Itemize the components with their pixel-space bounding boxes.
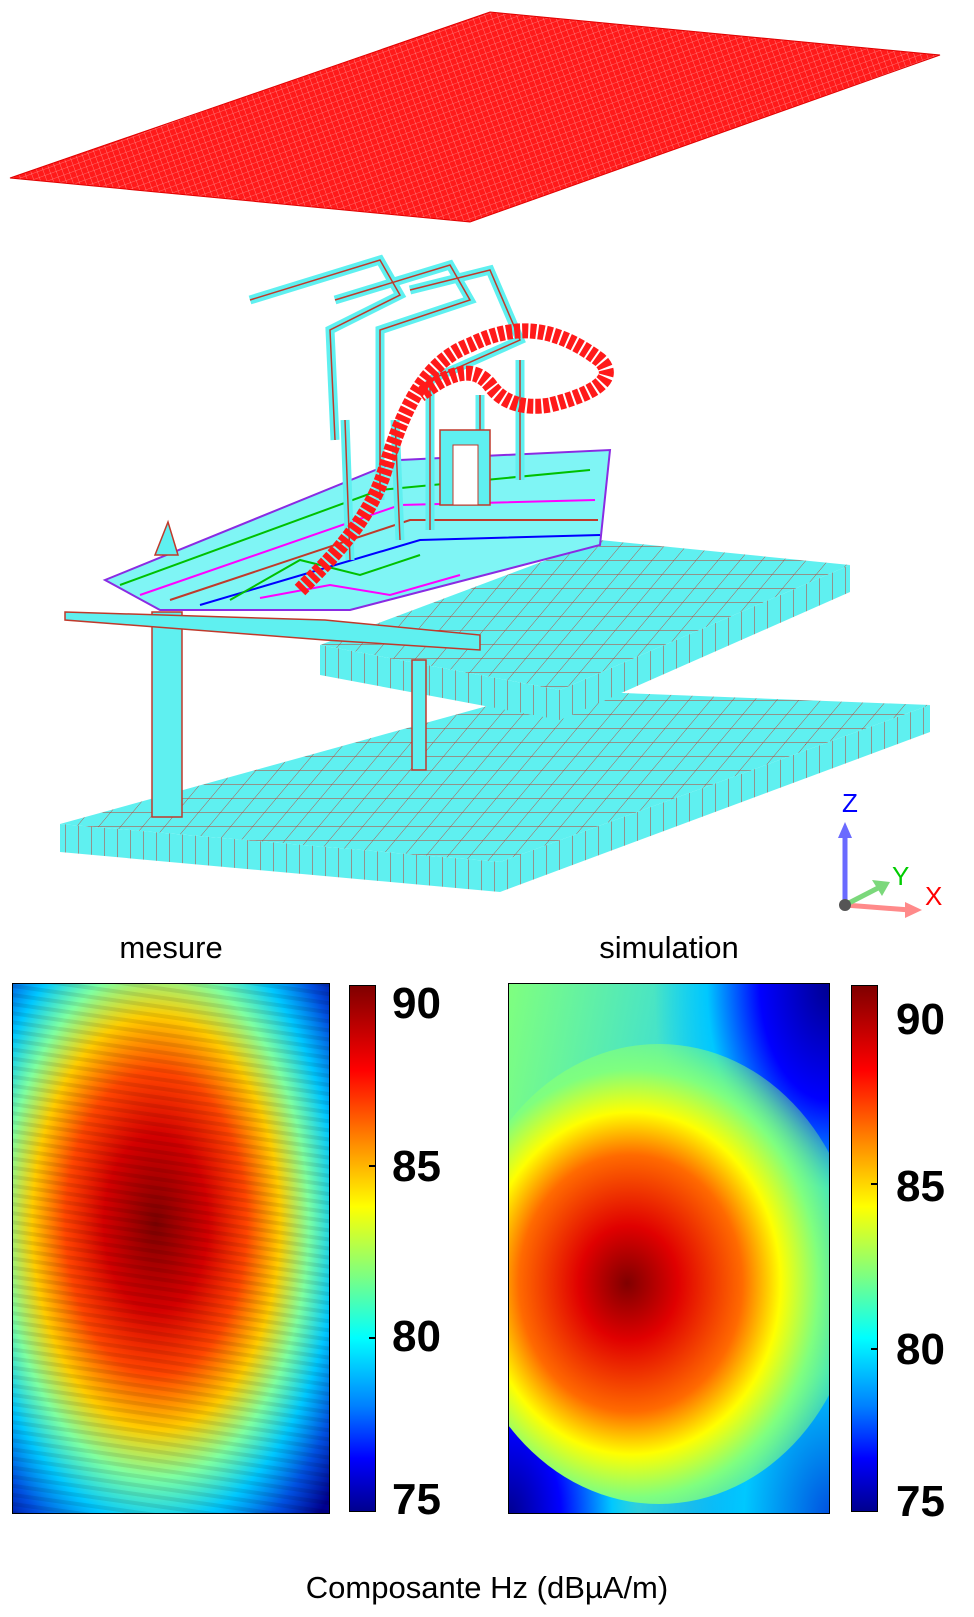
middle-block-top bbox=[320, 540, 850, 690]
map-title-mesure: mesure bbox=[119, 930, 223, 965]
top-plate bbox=[9, 11, 941, 223]
colorbar-simulation bbox=[851, 985, 878, 1512]
ground-plane-side bbox=[60, 824, 500, 892]
ground-plane-top bbox=[60, 690, 930, 862]
colorbar-tick: 80 bbox=[896, 1325, 945, 1374]
axis-y-label: Y bbox=[892, 861, 909, 891]
3d-model-view: Z Y X bbox=[9, 11, 942, 918]
colorbar-tick: 90 bbox=[392, 979, 441, 1028]
map-title-simulation: simulation bbox=[599, 930, 739, 965]
colorbar-tick: 85 bbox=[896, 1162, 945, 1211]
axis-triad: Z Y X bbox=[838, 788, 942, 918]
post-left bbox=[151, 611, 183, 818]
heatmap-simulation bbox=[508, 983, 830, 1514]
colorbar-tick: 75 bbox=[392, 1475, 441, 1524]
colorbar-tick: 90 bbox=[896, 995, 945, 1044]
colorbar-mesure bbox=[349, 985, 376, 1512]
shelf bbox=[64, 611, 481, 651]
figure-caption: Composante Hz (dBµA/m) bbox=[305, 1570, 669, 1605]
colorbar-tick: 75 bbox=[896, 1477, 945, 1526]
post-right bbox=[411, 659, 427, 771]
axis-z-label: Z bbox=[842, 788, 858, 818]
heatmap-mesure bbox=[12, 983, 330, 1514]
colorbar-tick: 80 bbox=[392, 1312, 441, 1361]
axis-x-label: X bbox=[925, 881, 942, 911]
colorbar-tick: 85 bbox=[392, 1142, 441, 1191]
